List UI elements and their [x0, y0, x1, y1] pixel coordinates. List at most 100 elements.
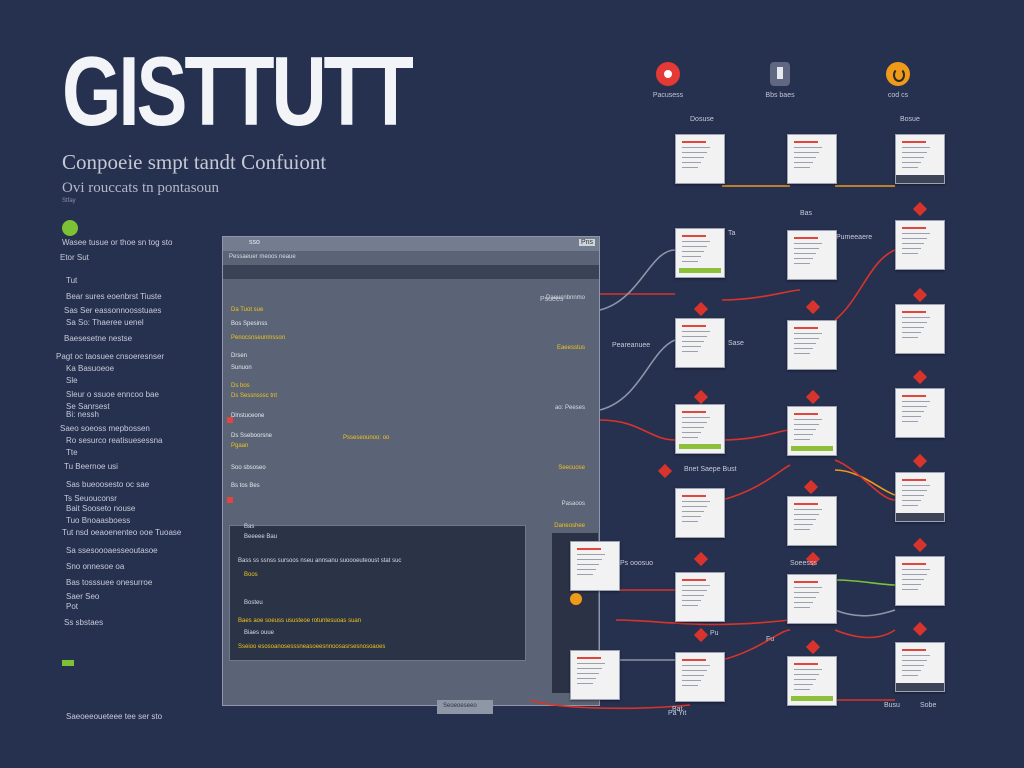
card-text-line	[902, 584, 921, 585]
flow-node-card[interactable]	[895, 134, 945, 184]
flow-label: Fu	[766, 636, 775, 643]
left-list-item[interactable]: Saer Seo	[66, 592, 100, 601]
card-header	[682, 659, 706, 661]
card-text-line	[902, 152, 927, 153]
left-list-item[interactable]: Pot	[66, 602, 79, 611]
left-list-item[interactable]: Saeoeeoueteee tee ser sto	[66, 712, 163, 721]
window-titlebar[interactable]: sso Pns	[223, 237, 599, 251]
flow-label: Ps ooosuo	[620, 560, 654, 567]
device-button[interactable]: Bbs baes	[740, 62, 820, 99]
progress-bar	[791, 446, 833, 451]
code-annotation: Daneoshee	[554, 523, 585, 529]
flow-node-card[interactable]	[787, 656, 837, 706]
flow-node-card[interactable]	[895, 220, 945, 270]
card-text-line	[682, 516, 701, 517]
card-text-line	[682, 585, 710, 586]
flow-node-card[interactable]	[895, 472, 945, 522]
left-list-item[interactable]: Bi: nessh	[66, 410, 99, 419]
alert-icon	[570, 593, 582, 605]
left-list-item[interactable]: Tu Beernoe usi	[64, 462, 118, 471]
card-text-line	[902, 401, 930, 402]
card-text-line	[794, 253, 816, 254]
left-list-item[interactable]: Ts Seuouconsr	[64, 494, 117, 503]
breakpoint-icon	[227, 497, 233, 503]
card-text-line	[682, 670, 707, 671]
left-list-item[interactable]: Pagt oc taosuee cnsoeresnser	[56, 352, 165, 361]
left-list-item[interactable]: Etor Sut	[60, 253, 89, 262]
subtitle-secondary: Ovi rouccats tn pontasoun	[62, 180, 220, 196]
flow-node-card[interactable]	[787, 574, 837, 624]
flow-node-card[interactable]	[895, 304, 945, 354]
card-text-line	[902, 416, 921, 417]
card-text-line	[902, 505, 918, 506]
left-list-item[interactable]: Sle	[66, 376, 78, 385]
left-list-item[interactable]: Saeo soeoss mepbossen	[60, 424, 150, 433]
flow-node-card[interactable]	[675, 488, 725, 538]
card-text-line	[794, 157, 816, 158]
card-text-line	[682, 331, 710, 332]
flow-node-card[interactable]	[895, 642, 945, 692]
flow-label: Bat	[672, 706, 683, 713]
left-list-item[interactable]: Tuo Bnoaasboess	[66, 516, 131, 525]
card-text-line	[682, 261, 698, 262]
left-list-item[interactable]: Wasee tusue or thoe sn tog sto	[62, 238, 173, 247]
left-list-item[interactable]: Tte	[66, 448, 78, 457]
card-header	[902, 227, 926, 229]
left-list-item[interactable]: Sa ssesoooaesseoutasoe	[66, 546, 158, 555]
flow-node-card[interactable]	[675, 572, 725, 622]
card-text-line	[794, 147, 822, 148]
card-text-line	[794, 689, 810, 690]
left-list-item[interactable]: Bait Sooseto nouse	[66, 504, 136, 513]
card-text-line	[682, 605, 698, 606]
flow-node-card[interactable]	[895, 556, 945, 606]
left-list-item[interactable]: Bas tosssuee onesurroe	[66, 578, 153, 587]
window-toolbar: Pessaeuer meoos neaue	[223, 251, 599, 265]
card-text-line	[794, 597, 816, 598]
left-list-item[interactable]: Tut nsd oeaoenenteo ooe Tuoase	[62, 528, 182, 537]
flow-node-card[interactable]	[675, 134, 725, 184]
left-list-item[interactable]: Sa So: Thaeree uenel	[66, 318, 144, 327]
left-list-item[interactable]: Baesesetne nestse	[64, 334, 133, 343]
footer-button[interactable]: Seoeoeseeo	[437, 700, 493, 714]
left-list-item[interactable]: Sas bueoosesto oc sae	[66, 480, 150, 489]
left-list-item[interactable]: Ss sbstaes	[64, 618, 104, 627]
code-annotation: Seecuose	[558, 465, 585, 471]
flow-node-card[interactable]	[787, 406, 837, 456]
left-list-item[interactable]: Sas Ser eassonnoosstuaes	[64, 306, 162, 315]
left-list-item[interactable]: Bear sures eoenbrst Tiuste	[66, 292, 162, 301]
left-list-item[interactable]: Sno onnesoe oa	[66, 562, 125, 571]
output-line: Boos	[244, 572, 258, 578]
flow-node-card[interactable]	[570, 541, 620, 591]
code-annotation: Daeucnbnnmo	[545, 295, 585, 301]
card-text-line	[902, 162, 921, 163]
card-text-line	[682, 167, 698, 168]
card-header	[902, 479, 926, 481]
card-text-line	[902, 411, 924, 412]
card-text-line	[902, 574, 927, 575]
card-text-line	[682, 417, 710, 418]
record-button[interactable]: Pacusess	[628, 62, 708, 99]
left-list-item[interactable]: Ka Basuoeoe	[66, 364, 115, 373]
output-line: Sseioo esosoanosesssneasoeesnnoosasrsesn…	[238, 644, 386, 650]
flow-node-card[interactable]	[675, 228, 725, 278]
flow-node-card[interactable]	[675, 318, 725, 368]
card-header	[794, 413, 818, 415]
card-text-line	[682, 511, 704, 512]
flow-node-card[interactable]	[787, 320, 837, 370]
power-button[interactable]: cod cs	[858, 62, 938, 99]
flow-node-card[interactable]	[570, 650, 620, 700]
flow-node-card[interactable]	[787, 230, 837, 280]
left-list-item[interactable]: Tut	[66, 276, 78, 285]
flow-node-card[interactable]	[787, 134, 837, 184]
flow-node-card[interactable]	[787, 496, 837, 546]
flow-node-card[interactable]	[675, 652, 725, 702]
card-text-line	[682, 501, 710, 502]
flow-node-card[interactable]	[895, 388, 945, 438]
left-list-item[interactable]: Ro sesurco reatisuesessna	[66, 436, 163, 445]
flow-node-card[interactable]	[675, 404, 725, 454]
card-text-line	[794, 524, 813, 525]
left-list-item[interactable]: Sleur o ssuoe enncoo bae	[66, 390, 159, 399]
left-list-item[interactable]: Se Sanrsest	[66, 402, 110, 411]
card-text-line	[794, 424, 819, 425]
card-footer	[896, 513, 944, 521]
